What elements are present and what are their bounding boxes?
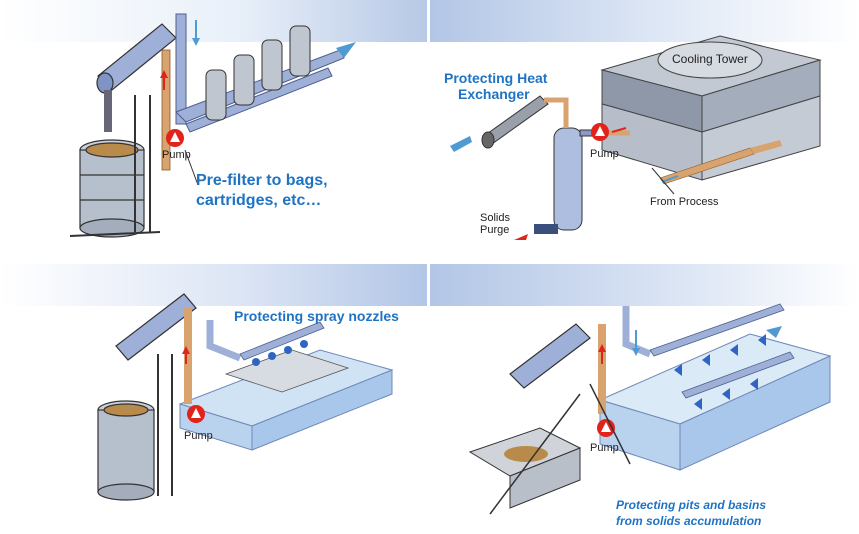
purge-arrow bbox=[514, 234, 528, 240]
cooling-tower-label: Cooling Tower bbox=[672, 52, 748, 66]
caption-line-2: cartridges, etc… bbox=[196, 192, 322, 209]
basin-nozzles bbox=[674, 334, 766, 410]
spray-nozzles bbox=[252, 340, 308, 366]
from-process-label: From Process bbox=[650, 196, 719, 208]
outlet-pipe bbox=[175, 13, 345, 133]
panel-header-band bbox=[0, 0, 427, 42]
outlet-arrow bbox=[336, 42, 356, 58]
panel-pits-basins: Pump Protecting pits and basins from sol… bbox=[430, 264, 859, 534]
purge-valve bbox=[534, 224, 558, 234]
filter-to-bags-illustration bbox=[69, 13, 356, 238]
title-line-2: Exchanger bbox=[458, 86, 530, 102]
caption-line-1: Protecting pits and basins bbox=[616, 498, 767, 512]
solids-purge-line-2: Purge bbox=[480, 224, 510, 236]
spray-nozzles-caption: Protecting spray nozzles bbox=[234, 308, 399, 324]
separator-cylinder bbox=[115, 293, 197, 361]
purge-valve bbox=[104, 90, 112, 132]
filter-stand bbox=[69, 95, 161, 237]
spray-header-pipe bbox=[206, 320, 242, 362]
title-line-1: Protecting Heat bbox=[444, 70, 548, 86]
outlet-arrow bbox=[450, 136, 472, 152]
panel-header-band bbox=[0, 264, 427, 306]
pump-label: Pump bbox=[590, 442, 619, 454]
from-process-arrow bbox=[661, 175, 679, 183]
panel-spray-nozzles: Protecting spray nozzles Pump bbox=[0, 264, 427, 534]
exchanger-pipe bbox=[544, 97, 569, 128]
separator bbox=[553, 127, 597, 231]
copper-pipe bbox=[598, 324, 606, 414]
spray-nozzles-illustration bbox=[97, 293, 394, 501]
panel-header-band bbox=[430, 0, 859, 42]
pits-basins-illustration bbox=[468, 303, 832, 515]
heat-exchanger-illustration bbox=[450, 35, 822, 240]
separator-cylinder bbox=[509, 323, 591, 389]
panel-heat-exchanger: Protecting Heat Exchanger Cooling Tower … bbox=[430, 0, 859, 262]
copper-pipe bbox=[161, 49, 171, 171]
pump-label: Pump bbox=[162, 149, 191, 161]
pump-label: Pump bbox=[184, 430, 213, 442]
caption-line-1: Pre-filter to bags, bbox=[196, 172, 328, 189]
heat-exchanger bbox=[481, 95, 549, 149]
solids-purge-line-1: Solids bbox=[480, 212, 510, 224]
outlet-arrow bbox=[766, 326, 782, 338]
header-pipe bbox=[622, 306, 652, 358]
bag-housings bbox=[205, 25, 311, 121]
copper-pipe bbox=[184, 308, 192, 404]
pit-basin bbox=[598, 333, 832, 471]
collection-tank bbox=[79, 139, 145, 238]
panel-bags-cartridges: Pump Pre-filter to bags, cartridges, etc… bbox=[0, 0, 427, 262]
pump-label: Pump bbox=[590, 148, 619, 160]
collection-tank bbox=[97, 400, 155, 501]
caption-line-2: from solids accumulation bbox=[616, 514, 762, 528]
panel-header-band bbox=[430, 264, 859, 306]
